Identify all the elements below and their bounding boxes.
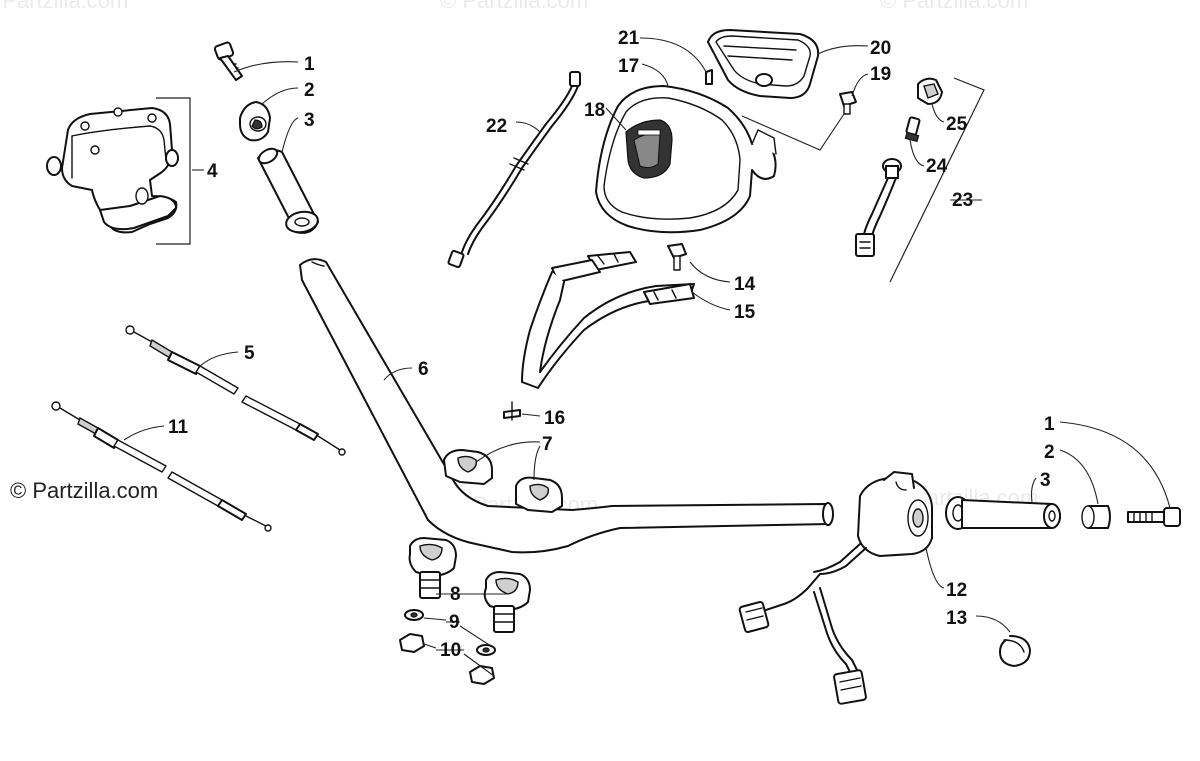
callout-23: 23 (952, 190, 973, 211)
callout-labels: 1 2 3 4 5 6 7 8 9 10 11 12 13 14 15 16 1… (168, 28, 1055, 661)
nuts (399, 633, 495, 685)
callout-15: 15 (734, 302, 756, 323)
clip-ring (999, 635, 1031, 667)
callout-5: 5 (244, 343, 255, 364)
pin-16 (503, 401, 521, 421)
callout-3: 3 (304, 110, 315, 131)
end-cap-screw-left (213, 41, 243, 81)
brake-cable (51, 401, 272, 532)
callout-14: 14 (734, 274, 756, 295)
handlebar-clamp-upper (443, 449, 563, 513)
callout-25: 25 (946, 114, 968, 135)
callout-13: 13 (946, 608, 967, 629)
callout-1: 1 (304, 54, 315, 75)
throttle-housing (46, 107, 179, 234)
washers (404, 609, 496, 656)
handlebar-clamp-lower (408, 537, 531, 633)
leader-lines (123, 37, 1171, 677)
bar-end-weight-left (239, 101, 271, 142)
callout-6: 6 (418, 359, 429, 380)
bulb-24 (904, 116, 921, 143)
callout-11: 11 (168, 417, 189, 438)
callout-22: 22 (486, 116, 507, 137)
copyright-notice: © Partzilla.com (10, 478, 159, 503)
switch-knob-25 (917, 77, 943, 105)
callout-4: 4 (207, 161, 218, 182)
callout-16: 16 (544, 408, 565, 429)
callout-19: 19 (870, 64, 891, 85)
grip-left (257, 147, 319, 234)
watermark-top-right: © Partzilla.com (880, 0, 1028, 13)
bracket-23 (889, 77, 985, 283)
callout-10: 10 (440, 640, 461, 661)
callout-21: 21 (618, 28, 640, 49)
bolt-14 (667, 243, 687, 271)
bracket-4 (156, 97, 191, 245)
bar-end-weight-right (1081, 505, 1111, 529)
callout-7: 7 (542, 434, 553, 455)
end-cap-screw-right (1127, 507, 1181, 527)
callout-24: 24 (926, 156, 948, 177)
screw-21 (705, 69, 713, 85)
watermark-top-center: © Partzilla.com (440, 0, 588, 13)
grip-right (945, 496, 1061, 530)
bolt-19 (839, 91, 857, 115)
throttle-cable (125, 325, 346, 456)
switch-harness-23 (855, 158, 902, 257)
callout-2: 2 (304, 80, 315, 101)
speedometer (707, 29, 820, 99)
callout-12: 12 (946, 580, 967, 601)
speedometer-cable (447, 71, 581, 269)
emblem-badge (625, 119, 673, 179)
callout-18: 18 (584, 100, 605, 121)
callout-8: 8 (450, 584, 461, 605)
pod-bracket (521, 251, 695, 389)
callout-1-right: 1 (1044, 414, 1055, 435)
callout-17: 17 (618, 56, 639, 77)
switch-housing (738, 471, 933, 705)
callout-20: 20 (870, 38, 891, 59)
watermark-top-left: © Partzilla.com (0, 0, 128, 13)
callout-2-right: 2 (1044, 442, 1055, 463)
instrument-pod (595, 85, 777, 234)
callout-3-right: 3 (1040, 470, 1051, 491)
callout-9: 9 (449, 612, 460, 633)
